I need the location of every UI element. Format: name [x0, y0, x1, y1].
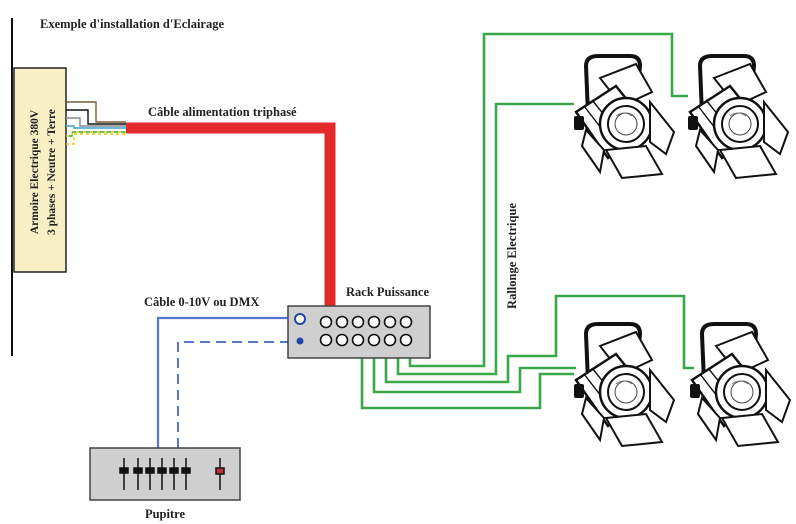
- console-body: [89, 447, 241, 501]
- fader-icon: [119, 458, 225, 490]
- control-cable-label: Câble 0-10V ou DMX: [144, 295, 259, 309]
- rack-input-port-2: [296, 337, 304, 345]
- power-cable: [126, 122, 336, 308]
- power-cable-label: Câble alimentation triphasé: [148, 105, 297, 119]
- phase-wires: [66, 101, 126, 145]
- diagram-title: Exemple d'installation d'Eclairage: [40, 17, 224, 31]
- cabinet-box: [13, 67, 67, 273]
- power-rack: [287, 305, 431, 359]
- spotlight-icon: [686, 54, 790, 180]
- rack-input-port-1: [294, 313, 306, 325]
- control-cable-dashed: [177, 341, 300, 448]
- cabinet-label-line1: Armoire Electrique 380V: [29, 109, 41, 234]
- cabinet-label-line2: 3 phases + Neutre + Terre: [46, 109, 58, 235]
- control-cable-solid: [156, 316, 300, 448]
- spotlight-icon: [572, 322, 676, 448]
- lighting-console: [89, 447, 241, 501]
- rack-body: [287, 305, 431, 359]
- extension-cable-label: Rallonge Electrique: [505, 203, 519, 309]
- rack-outlets: [319, 315, 413, 347]
- console-label: Pupitre: [145, 507, 185, 521]
- spotlight-icon: [572, 54, 676, 180]
- power-rack-label: Rack Puissance: [346, 285, 429, 299]
- spotlight-icon: [688, 322, 792, 448]
- extension-cables: [360, 32, 694, 410]
- electrical-cabinet: Armoire Electrique 380V 3 phases + Neutr…: [13, 67, 67, 273]
